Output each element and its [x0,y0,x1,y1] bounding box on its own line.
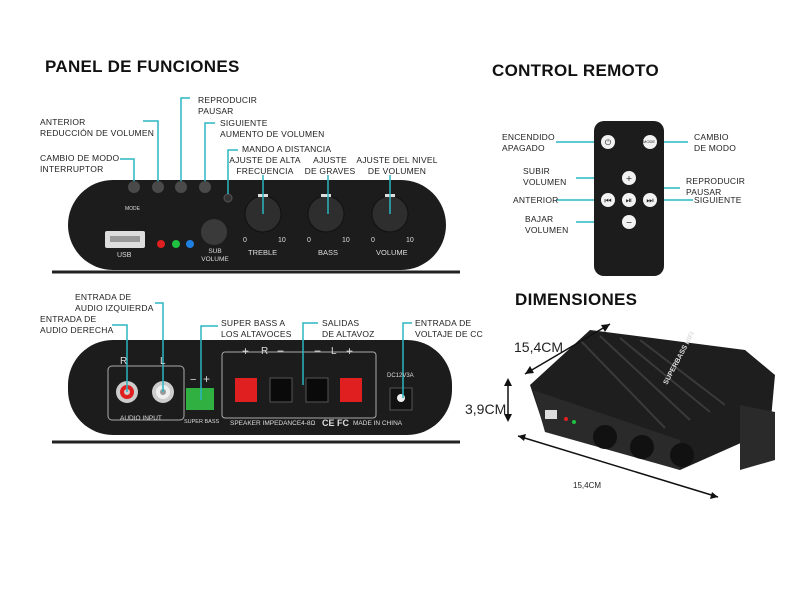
speaker-r-label: R [261,346,269,357]
svg-text:+: + [626,174,633,183]
superbass-minus: − [190,374,197,386]
bass-label: BASS [318,248,339,257]
dc-label: DC12V3A [387,373,414,379]
width-label: 15,4CM [573,481,602,490]
super-bass-label: SUPER BASS [184,419,220,425]
callout-lines [112,97,693,400]
dimensions-title: DIMENSIONES [515,290,638,309]
bass-min: 0 [307,237,311,244]
front-panel [52,180,460,274]
l-label: L [160,356,166,367]
volume-label: VOLUME [376,248,408,257]
svg-text:⏯: ⏯ [626,196,632,205]
dimensions-device: SUPERBASS HIFI [530,330,775,470]
impedance-label: SPEAKER IMPEDANCE4-8Ω [230,420,316,427]
treble-label: TREBLE [248,248,278,257]
volume-min: 0 [371,237,375,244]
speaker-l-label: L [331,346,337,357]
r-plus: + [242,344,250,358]
depth-label: 15,4CM [514,339,564,355]
l-plus: + [346,344,354,358]
remote-illustration: ⏻ + ⏮ ⏯ ⏭ − [594,121,664,276]
r-label: R [120,356,128,367]
r-minus: − [277,344,285,358]
l-minus: − [314,344,322,358]
svg-text:⏮: ⏮ [604,196,611,205]
remote-callout-prev: ANTERIOR [513,195,559,205]
svg-text:⏻: ⏻ [605,138,612,147]
treble-min: 0 [243,237,247,244]
svg-text:−: − [626,218,633,227]
height-label: 3,9CM [465,401,507,417]
audio-input-label: AUDIO INPUT [120,415,162,422]
treble-max: 10 [278,237,286,244]
callout-ir: MANDO A DISTANCIA [242,144,332,154]
made-in-label: MADE IN CHINA [353,420,403,427]
volume-max: 10 [406,237,414,244]
remote-mode-button-label: MODE [643,139,655,144]
remote-callout-next: SIGUIENTE [694,195,742,205]
bass-max: 10 [342,237,350,244]
svg-text:⏭: ⏭ [646,196,653,205]
dimension-arrows [507,323,719,498]
usb-label: USB [117,252,132,259]
mode-label: MODE [125,206,140,212]
remote-title: CONTROL REMOTO [492,61,659,80]
knobs [244,195,409,233]
superbass-plus: + [203,372,211,386]
rear-panel [52,340,460,444]
panel-title: PANEL DE FUNCIONES [45,57,240,76]
certification-marks: CE FC [322,418,349,428]
